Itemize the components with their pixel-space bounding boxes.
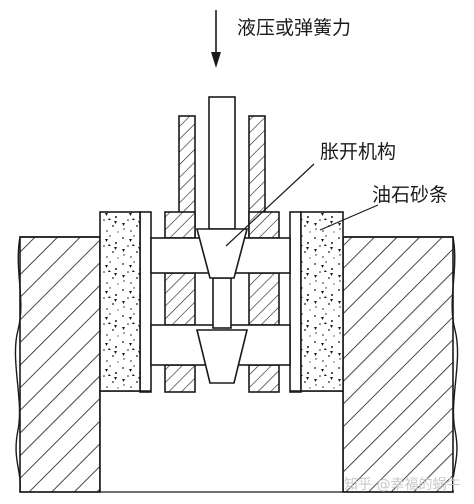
workpiece-right-wall [342,236,454,493]
right-stone-holder [289,211,302,393]
left-break-line [14,236,22,493]
force-arrow [211,10,221,68]
leader-expansion-mechanism [225,163,315,247]
force-label: 液压或弹簧力 [237,17,352,39]
oilstone-label: 油石砂条 [372,184,449,206]
spindle-top [208,96,236,230]
left-oilstone [99,211,141,392]
spindle-middle [212,277,232,329]
expansion-mechanism-label: 胀开机构 [320,141,397,163]
lower-cone [195,329,249,384]
left-stone-holder [139,211,152,393]
collar-right-lower [248,272,280,326]
leader-oilstone [319,204,379,231]
right-break-line [451,236,459,493]
upper-cone [195,228,249,279]
collar-right-bottom [248,364,280,393]
collar-left-lower [164,272,196,326]
watermark: 知乎 @幸福的蜗牛 [344,477,461,493]
collar-left-bottom [164,364,196,393]
collar-left-upper [164,211,196,239]
workpiece-left-wall [19,236,101,493]
collar-right-upper [248,211,280,239]
right-oilstone [300,211,344,392]
